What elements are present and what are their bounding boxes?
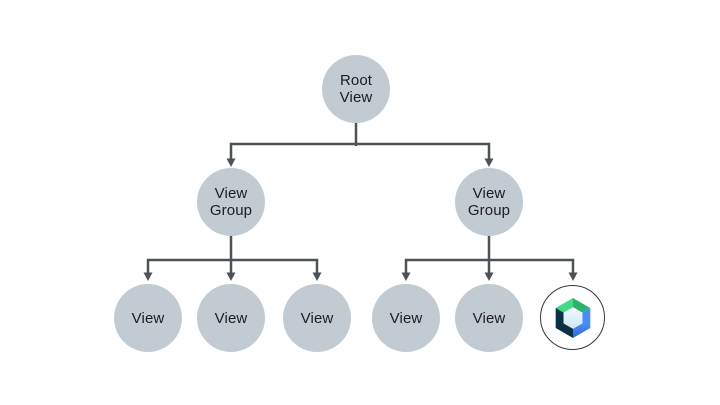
node-view-5: View	[455, 284, 523, 352]
node-view-1: View	[114, 284, 182, 352]
arrowhead-group-right	[484, 158, 494, 167]
node-view-2: View	[197, 284, 265, 352]
node-view-group-left: View Group	[197, 168, 265, 236]
arrowhead-group-left	[226, 158, 236, 167]
node-compose	[540, 285, 605, 350]
arrowhead-leaf-5	[484, 272, 494, 281]
arrowhead-compose	[568, 272, 578, 281]
node-root-view-label-line2: View	[339, 89, 373, 106]
node-root-view-label-line1: Root	[339, 72, 373, 89]
arrowhead-leaf-3	[312, 272, 322, 281]
node-view-4-label: View	[389, 309, 423, 327]
jetpack-compose-icon	[555, 297, 590, 338]
node-view-group-right: View Group	[455, 168, 523, 236]
connector-level1-bar	[229, 142, 491, 160]
arrowhead-leaf-2	[226, 272, 236, 281]
node-view-group-left-label-line2: Group	[209, 202, 253, 219]
node-view-3: View	[283, 284, 351, 352]
node-view-1-label: View	[131, 309, 165, 327]
node-root-view: Root View	[322, 55, 390, 123]
node-view-5-label: View	[472, 309, 506, 327]
node-view-3-label: View	[300, 309, 334, 327]
node-view-4: View	[372, 284, 440, 352]
arrowhead-leaf-1	[143, 272, 153, 281]
node-view-group-right-label-line2: Group	[467, 202, 511, 219]
node-view-group-right-label-line1: View	[472, 185, 506, 202]
node-view-group-left-label-line1: View	[214, 185, 248, 202]
arrowhead-leaf-4	[401, 272, 411, 281]
node-view-2-label: View	[214, 309, 248, 327]
connector-left-bar	[146, 258, 319, 274]
